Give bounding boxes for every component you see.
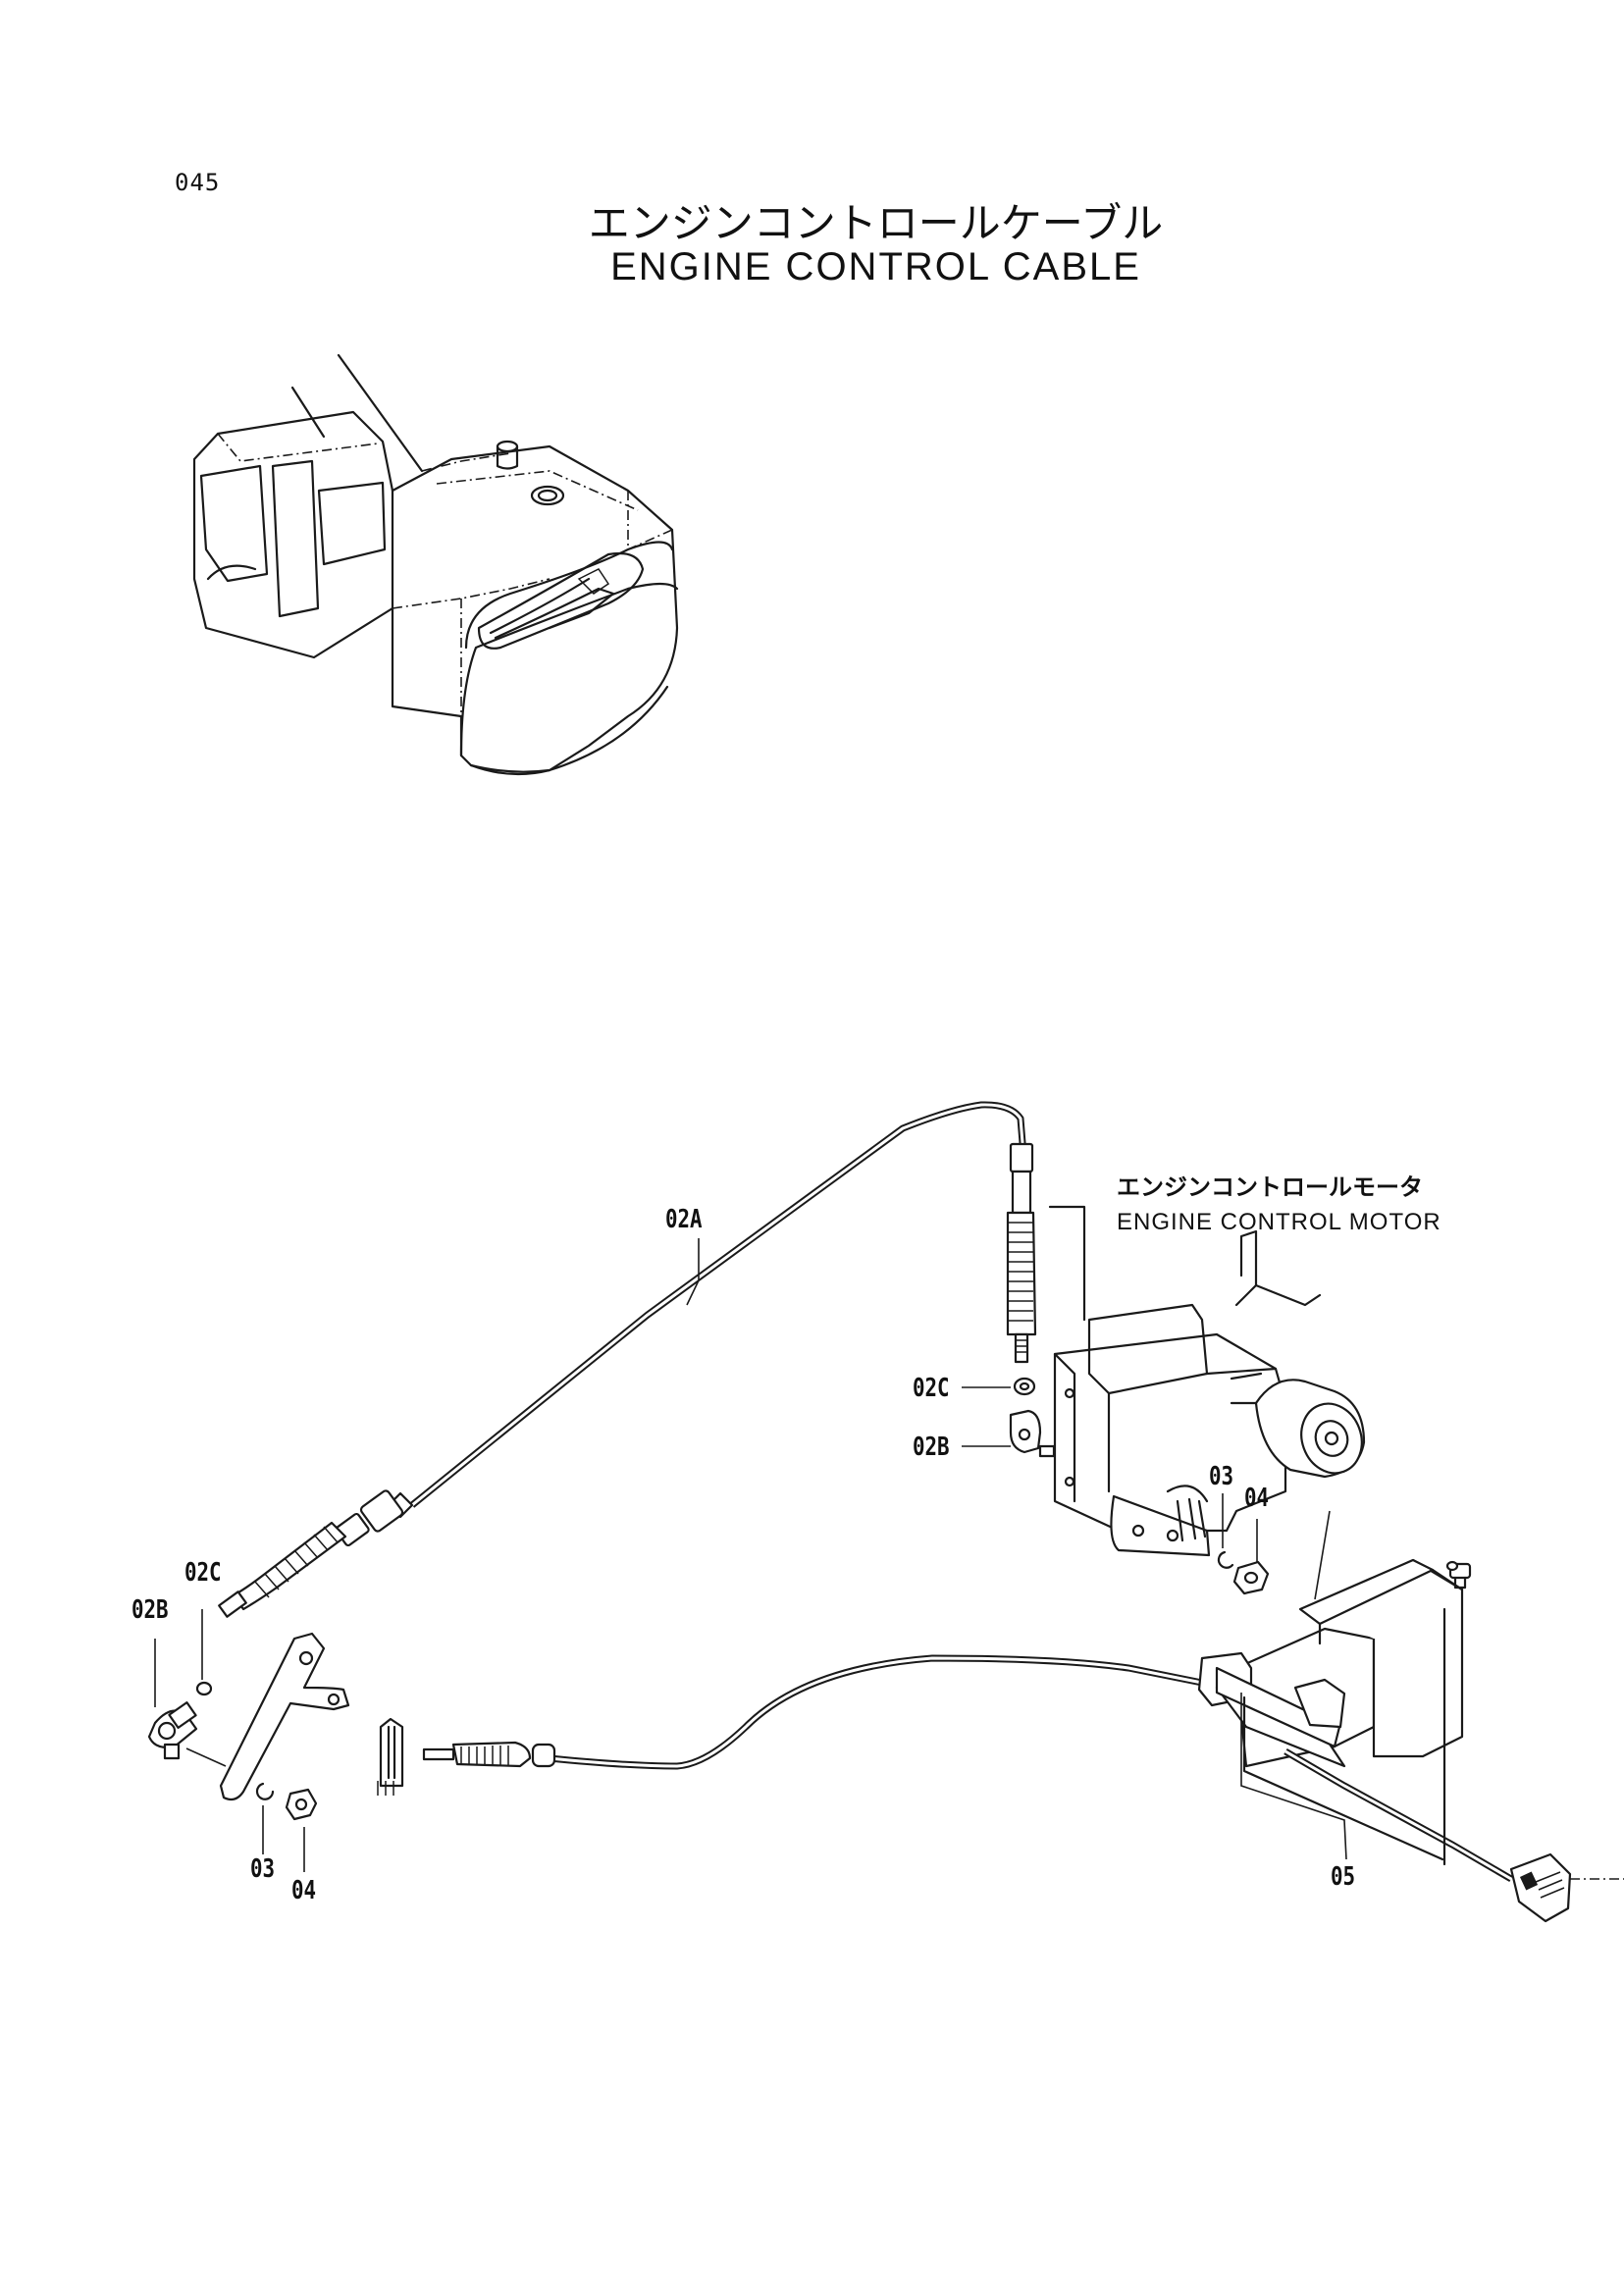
callout-02B-lever: 02B — [131, 1595, 169, 1625]
callout-04-lever: 04 — [291, 1876, 317, 1905]
throttle-lever-linkage — [147, 1632, 350, 1821]
engine-control-motor — [1048, 1205, 1366, 1557]
excavator-overview-illustration — [192, 353, 679, 776]
lever-end-boot — [232, 1521, 347, 1611]
motor-end-boot — [1006, 1211, 1037, 1336]
motor-label-japanese: エンジンコントロールモータ — [1117, 1173, 1423, 1201]
callout-04-motor: 04 — [1244, 1484, 1270, 1513]
page-title-japanese: エンジンコントロールケーブル — [588, 199, 1164, 247]
callout-03-motor: 03 — [1209, 1462, 1234, 1491]
callout-02B-motor: 02B — [913, 1433, 950, 1462]
pedal-cable-05 — [377, 1510, 1624, 1923]
page-number: 045 — [175, 169, 221, 196]
callout-05: 05 — [1331, 1862, 1356, 1892]
motor-side-hardware — [1009, 1377, 1270, 1595]
callout-02C-lever: 02C — [184, 1558, 222, 1588]
motor-label-english: ENGINE CONTROL MOTOR — [1117, 1209, 1441, 1235]
callout-03-lever: 03 — [250, 1854, 276, 1884]
callout-leaders — [154, 1238, 1347, 1872]
engine-control-cable-02A — [218, 1101, 1037, 1618]
callout-02A: 02A — [665, 1205, 703, 1234]
page-title-english: ENGINE CONTROL CABLE — [610, 245, 1141, 288]
callout-02C-motor: 02C — [913, 1374, 950, 1403]
